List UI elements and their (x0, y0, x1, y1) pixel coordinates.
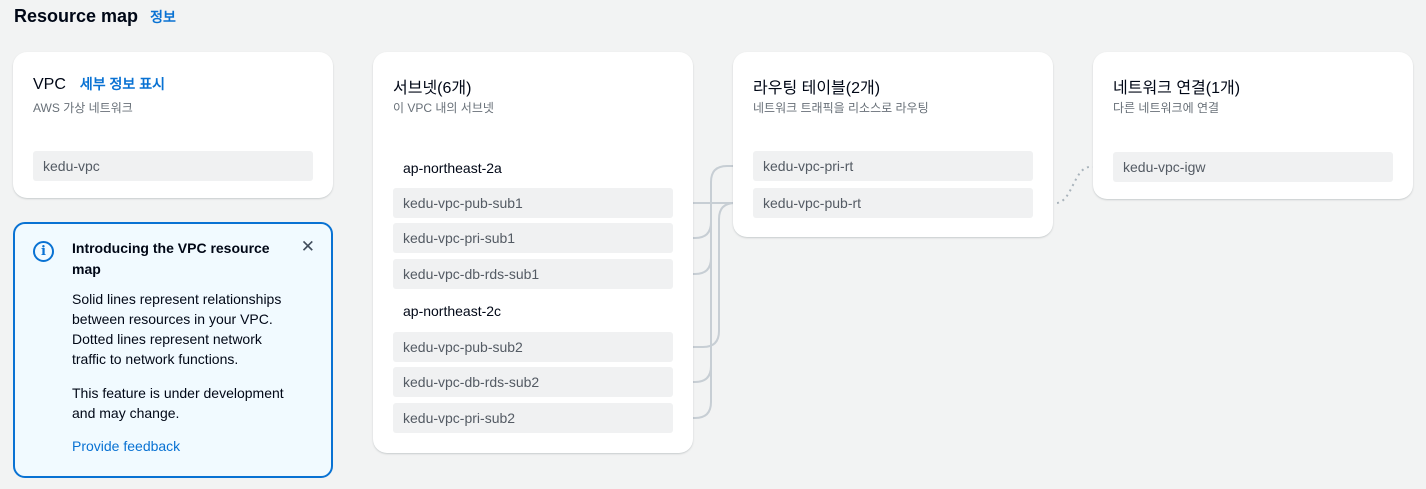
info-link[interactable]: 정보 (150, 9, 176, 25)
route-tables-card: 라우팅 테이블(2개) 네트워크 트래픽을 리소스로 라우팅 kedu-vpc-… (733, 52, 1053, 237)
info-banner-text: Introducing the VPC resource map Solid l… (72, 238, 287, 462)
route-tables-card-header: 라우팅 테이블(2개) (753, 74, 880, 98)
route-tables-card-title: 라우팅 테이블(2개) (753, 80, 881, 97)
close-icon[interactable]: ✕ (297, 234, 319, 259)
info-banner-title: Introducing the VPC resource map (72, 240, 270, 277)
info-banner-content: i Introducing the VPC resource map Solid… (15, 224, 331, 476)
network-connections-card: 네트워크 연결(1개) 다른 네트워크에 연결 kedu-vpc-igw (1093, 52, 1413, 199)
resource-item-route-table[interactable]: kedu-vpc-pub-rt (753, 188, 1033, 218)
page-title: Resource map (14, 6, 139, 26)
resource-item-route-table[interactable]: kedu-vpc-pri-rt (753, 151, 1033, 181)
info-banner-body2: This feature is under development and ma… (72, 385, 284, 421)
network-connections-card-subtitle: 다른 네트워크에 연결 (1113, 101, 1220, 115)
az-header-2c: ap-northeast-2c (403, 303, 502, 319)
resource-item-subnet[interactable]: kedu-vpc-pri-sub1 (393, 223, 673, 253)
info-icon: i (33, 241, 54, 262)
resource-item-subnet[interactable]: kedu-vpc-db-rds-sub1 (393, 259, 673, 289)
vpc-card-subtitle: AWS 가상 네트워크 (33, 101, 133, 115)
vpc-card-header: VPC 세부 정보 표시 (33, 74, 165, 94)
network-connections-card-header: 네트워크 연결(1개) (1113, 74, 1240, 98)
subnets-card: 서브넷(6개) 이 VPC 내의 서브넷 ap-northeast-2a ked… (373, 52, 693, 453)
resource-item-subnet[interactable]: kedu-vpc-db-rds-sub2 (393, 367, 673, 397)
vpc-details-link[interactable]: 세부 정보 표시 (79, 76, 165, 92)
route-tables-card-subtitle: 네트워크 트래픽을 리소스로 라우팅 (753, 101, 929, 115)
az-header-2a: ap-northeast-2a (403, 160, 502, 176)
resource-item-internet-gateway[interactable]: kedu-vpc-igw (1113, 152, 1393, 182)
vpc-card: VPC 세부 정보 표시 AWS 가상 네트워크 kedu-vpc (13, 52, 333, 198)
info-banner-body1: Solid lines represent relationships betw… (72, 291, 282, 367)
resource-item-subnet[interactable]: kedu-vpc-pub-sub1 (393, 188, 673, 218)
resource-item-subnet[interactable]: kedu-vpc-pub-sub2 (393, 332, 673, 362)
resource-item-vpc[interactable]: kedu-vpc (33, 151, 313, 181)
resource-item-subnet[interactable]: kedu-vpc-pri-sub2 (393, 403, 673, 433)
page-header: Resource map 정보 (14, 6, 176, 27)
network-connections-card-title: 네트워크 연결(1개) (1113, 80, 1241, 97)
subnets-card-subtitle: 이 VPC 내의 서브넷 (393, 101, 494, 115)
info-banner: i Introducing the VPC resource map Solid… (13, 222, 333, 478)
subnets-card-header: 서브넷(6개) (393, 74, 471, 98)
subnets-card-title: 서브넷(6개) (393, 80, 472, 97)
provide-feedback-link[interactable]: Provide feedback (72, 438, 181, 454)
vpc-card-title: VPC (33, 76, 66, 93)
info-banner-icon-col: i (33, 238, 55, 462)
